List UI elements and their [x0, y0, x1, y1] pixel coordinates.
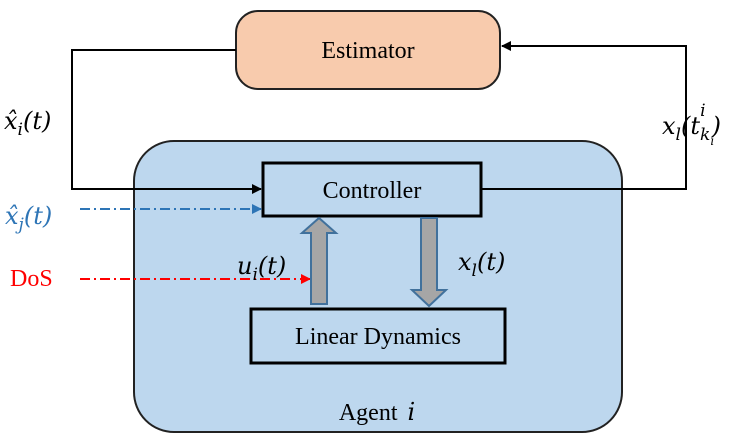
sampled-state-label: xl(tkii) [662, 101, 721, 148]
controller-label: Controller [323, 178, 422, 204]
controller-box [261, 161, 483, 218]
linear-dynamics-box [249, 307, 507, 365]
control-input-block-arrow [299, 216, 339, 305]
xhat-j-label: x̂j(t) [5, 202, 52, 235]
estimator-label: Estimator [321, 38, 414, 64]
linear-dynamics-label: Linear Dynamics [295, 324, 461, 350]
dos-label: DoS [10, 266, 53, 292]
estimate-feedback-line [71, 49, 262, 194]
xhat-i-label: x̂i(t) [4, 107, 51, 140]
control-input-label: ui(t) [237, 252, 286, 285]
state-label: xl(t) [458, 248, 505, 281]
state-sample-line [481, 41, 687, 190]
state-block-arrow [409, 217, 449, 308]
